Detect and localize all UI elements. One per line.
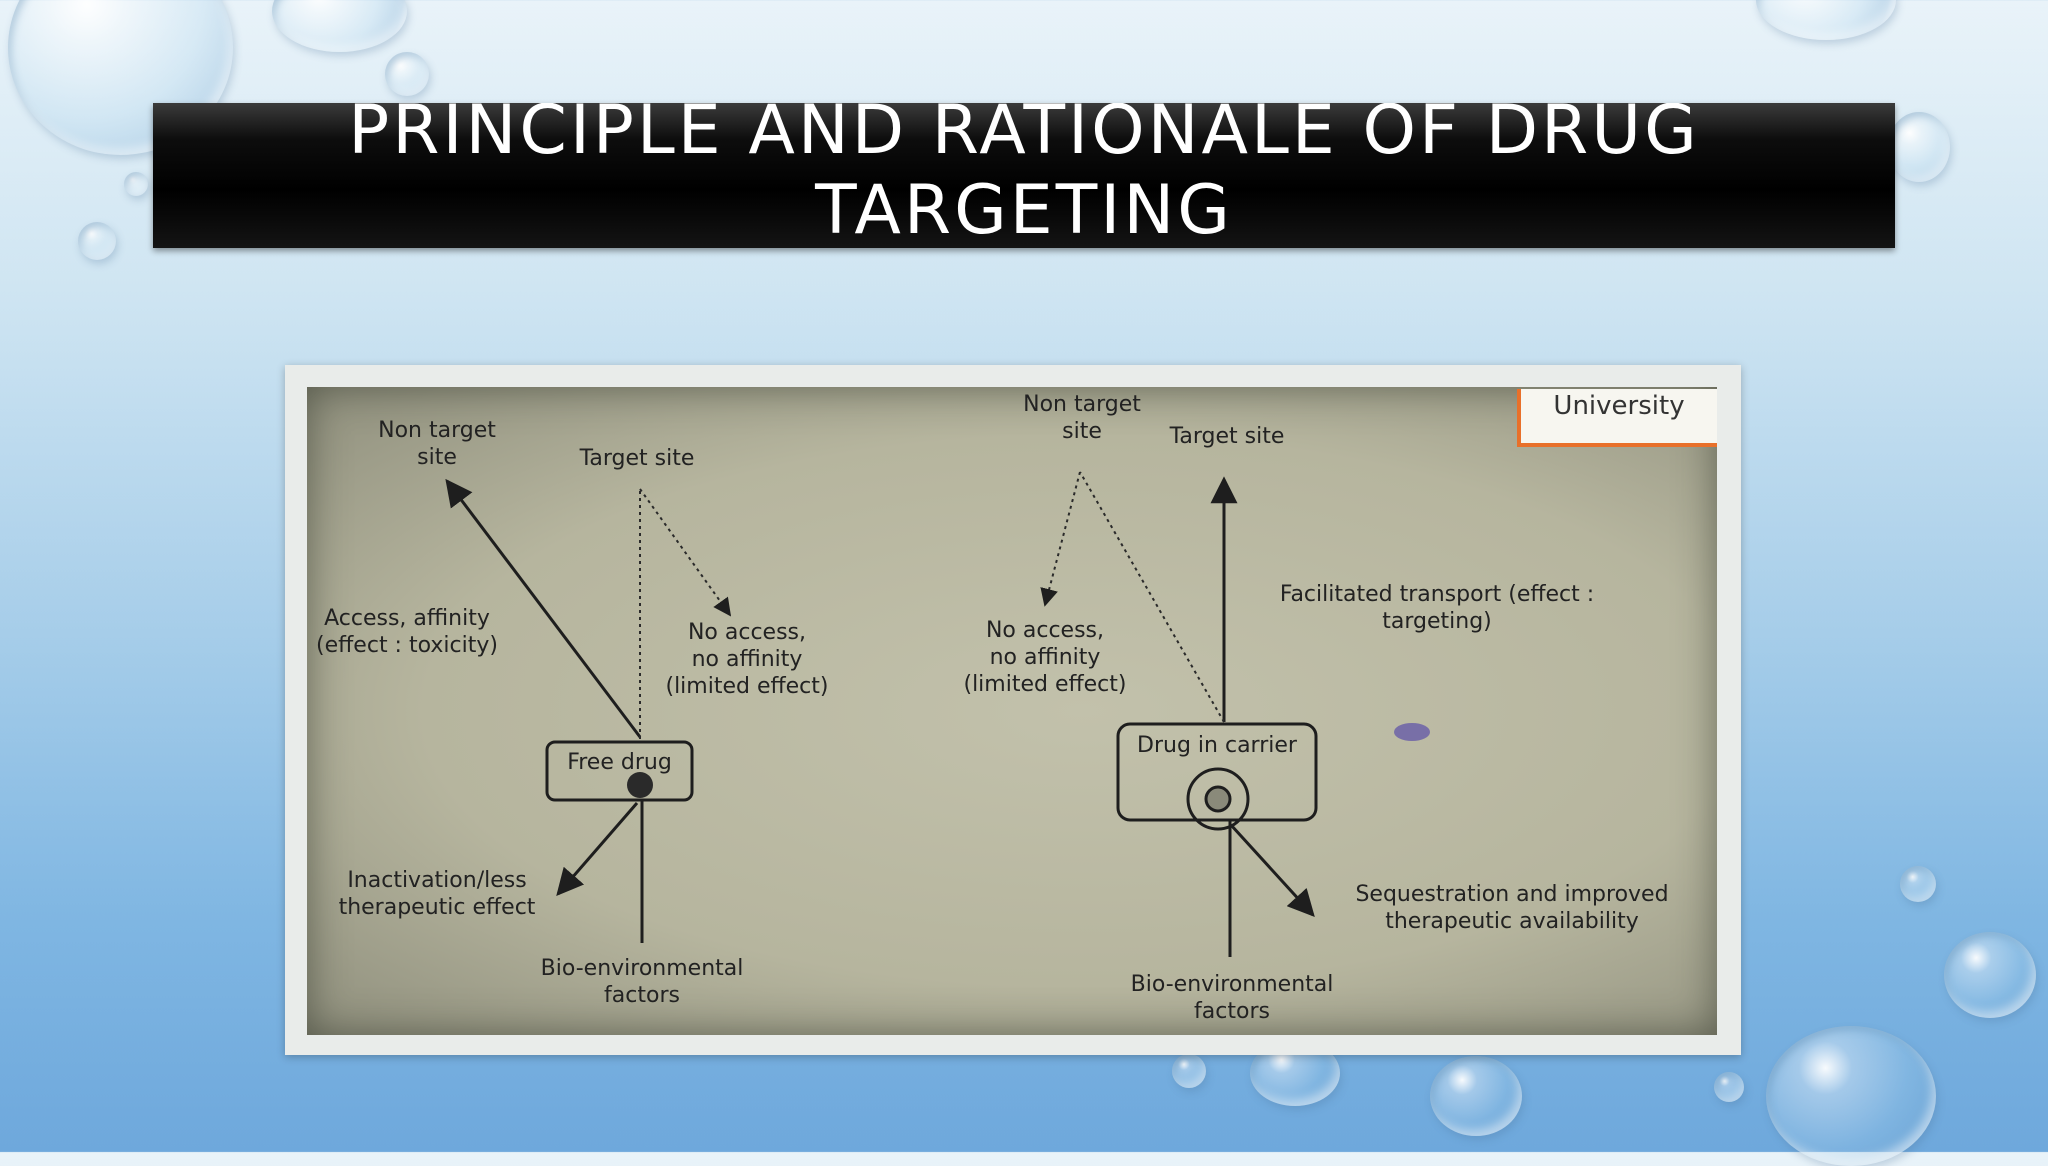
water-droplet	[124, 172, 148, 196]
arrow-sequestration	[1229, 823, 1315, 917]
arrow-inactivation	[556, 802, 639, 897]
arrow-to-nontarget-left	[445, 478, 642, 738]
drug-carrier-box	[1116, 722, 1318, 822]
water-droplet	[272, 0, 407, 52]
water-droplet	[1756, 0, 1896, 40]
water-droplet	[1172, 1054, 1206, 1088]
label-inactivation: Inactivation/less therapeutic effect	[338, 868, 536, 920]
label-drug-in-carrier: Drug in carrier	[1137, 733, 1297, 758]
water-droplet	[1430, 1056, 1522, 1136]
dotted-line-nontarget-right	[1079, 471, 1225, 723]
label-no-access-right: No access, no affinity (limited effect)	[963, 618, 1127, 697]
university-label: University	[1517, 389, 1717, 447]
carrier-inner-dot	[1204, 785, 1232, 813]
dotted-arrow-no-access-left	[639, 488, 732, 617]
free-drug-box	[545, 740, 694, 802]
water-droplet	[1888, 112, 1950, 182]
diagram-arrows	[445, 471, 1430, 957]
water-droplet	[1900, 866, 1936, 902]
carrier-outer-ring	[1186, 767, 1250, 831]
label-access-affinity: Access, affinity (effect : toxicity)	[316, 606, 498, 658]
label-sequestration: Sequestration and improved therapeutic a…	[1355, 882, 1669, 934]
label-no-access-left: No access, no affinity (limited effect)	[665, 620, 829, 699]
water-droplet	[1714, 1072, 1744, 1102]
free-drug-dot	[627, 772, 653, 798]
label-nontarget-left: Non target site	[378, 418, 496, 470]
title-banner: PRINCIPLE AND RATIONALE OF DRUG TARGETIN…	[153, 103, 1895, 248]
label-free-drug: Free drug	[567, 750, 672, 775]
drug-targeting-diagram: University Non target site Target site A…	[307, 387, 1717, 1035]
water-droplet	[78, 222, 116, 260]
dotted-arrow-no-access-right	[1040, 471, 1081, 607]
slide-title: PRINCIPLE AND RATIONALE OF DRUG TARGETIN…	[348, 103, 1700, 248]
label-bio-env-right: Bio-environmental factors	[1130, 972, 1334, 1024]
label-target-right: Target site	[1169, 424, 1285, 449]
figure-frame: University Non target site Target site A…	[285, 365, 1741, 1055]
label-bio-env-left: Bio-environmental factors	[540, 956, 744, 1008]
label-facilitated-transport: Facilitated transport (effect : targetin…	[1279, 582, 1595, 634]
water-droplet	[385, 52, 429, 96]
water-droplet	[1766, 1026, 1936, 1166]
ink-smudge	[1394, 723, 1430, 741]
label-target-left: Target site	[579, 446, 695, 471]
label-nontarget-right: Non target site	[1023, 392, 1141, 444]
water-droplet	[1944, 932, 2036, 1018]
